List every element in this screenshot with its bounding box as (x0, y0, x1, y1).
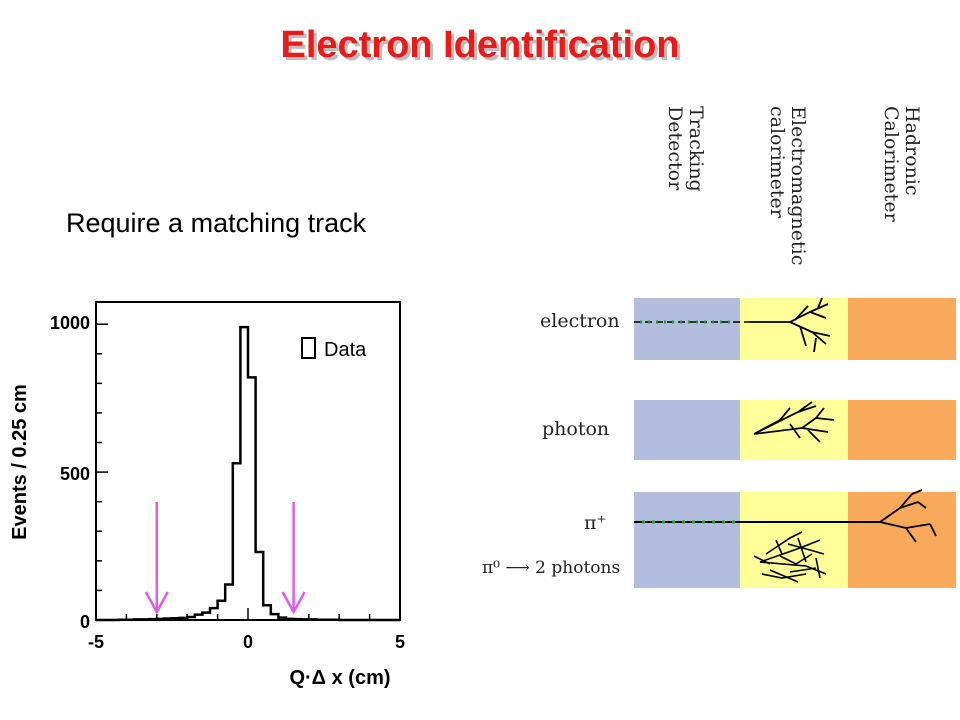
em-calorimeter-layer (740, 298, 848, 360)
detector-row-electron (634, 297, 956, 360)
y-tick-label: 500 (60, 464, 90, 484)
tracking-layer (634, 492, 740, 588)
x-tick-label: 0 (243, 632, 253, 652)
tracking-layer (634, 400, 740, 460)
cut-arrow (144, 502, 169, 615)
label-hadronic-calorimeter: Hadronic Calorimeter (880, 106, 923, 222)
y-tick-label: 1000 (50, 313, 90, 333)
slide-title: Electron Identification (280, 24, 680, 66)
cut-arrow (281, 502, 306, 615)
label-tracking-detector: Tracking Detector (664, 106, 707, 192)
x-tick-label: 5 (395, 632, 405, 652)
legend-swatch (301, 337, 316, 359)
particle-label-photon: photon (542, 418, 610, 440)
particle-label-pion-neutral: π⁰ ⟶ 2 photons (482, 558, 621, 578)
hadronic-shower (879, 489, 937, 543)
slide-subtitle: Require a matching track (66, 208, 367, 238)
hadronic-calorimeter-layer (848, 400, 956, 460)
tracking-layer (634, 298, 740, 360)
particle-label-pion-charged: π⁺ (584, 512, 607, 534)
em-shower (753, 401, 835, 443)
detector-row-photon (634, 400, 956, 460)
histogram-outline (96, 325, 400, 622)
histogram-chart: 1000 500 0 -5 0 5 Q·Δ x (cm) Events / 0.… (9, 301, 405, 689)
hadronic-calorimeter-layer (848, 298, 956, 360)
particle-label-electron: electron (540, 310, 620, 332)
em-shower-cluster (753, 531, 827, 583)
legend-label: Data (324, 339, 367, 361)
y-axis-label: Events / 0.25 cm (9, 384, 31, 540)
label-em-calorimeter: Electromagnetic calorimeter (766, 106, 809, 266)
em-shower (750, 297, 831, 353)
y-tick-label: 0 (80, 612, 90, 632)
detector-diagram (634, 297, 956, 588)
detector-row-pions (634, 489, 956, 588)
x-tick-label: -5 (88, 632, 104, 652)
x-axis-label: Q·Δ x (cm) (289, 667, 390, 689)
em-calorimeter-layer (740, 492, 848, 588)
